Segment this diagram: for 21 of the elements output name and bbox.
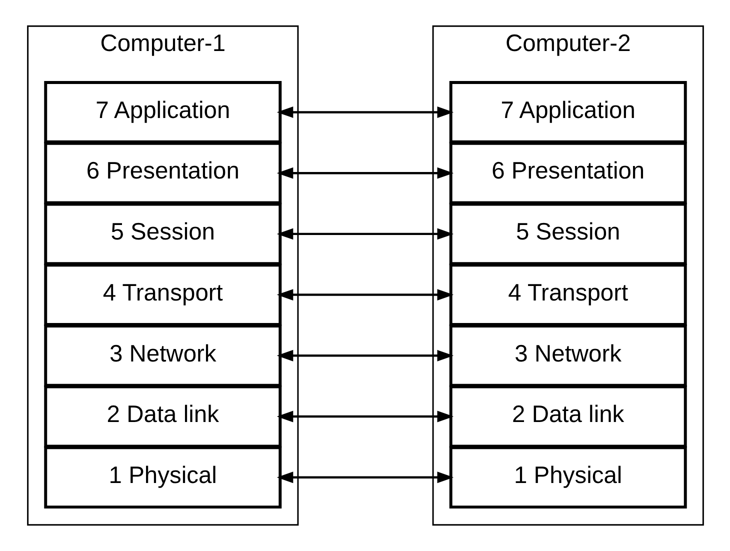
arrow xyxy=(276,106,454,118)
node-box: 7 Application xyxy=(44,81,282,144)
arrow xyxy=(276,228,454,240)
node-box: 1 Physical xyxy=(44,446,282,509)
node-box: 1 Physical xyxy=(448,446,686,509)
node-box: 5 Session xyxy=(448,202,686,266)
node-box: 3 Network xyxy=(44,324,282,387)
arrow xyxy=(276,410,454,422)
node-box: 6 Presentation xyxy=(448,142,686,204)
node-box: 3 Network xyxy=(448,324,686,387)
node-box: 4 Transport xyxy=(44,264,282,326)
arrow xyxy=(276,472,454,484)
node-box: 7 Application xyxy=(448,81,686,144)
node-box: 5 Session xyxy=(44,202,282,266)
node-box: 6 Presentation xyxy=(44,142,282,204)
node-box: 2 Data link xyxy=(44,385,282,448)
node-box: 4 Transport xyxy=(448,264,686,326)
arrow xyxy=(276,167,454,179)
arrow xyxy=(276,289,454,301)
node-box: 2 Data link xyxy=(448,385,686,448)
arrow xyxy=(276,350,454,362)
